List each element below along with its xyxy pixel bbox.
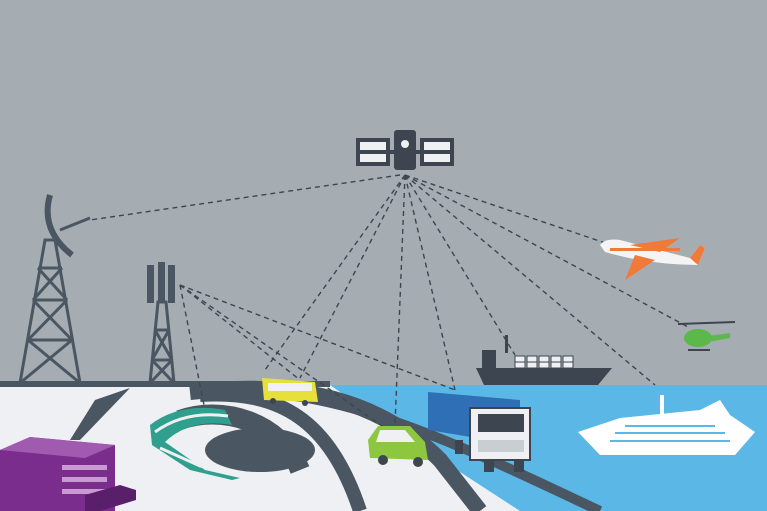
airplane-icon — [600, 238, 705, 280]
signal-links — [89, 174, 691, 429]
overpass — [205, 428, 315, 472]
truck-icon — [428, 392, 531, 472]
cargo-ship-icon — [476, 335, 612, 385]
car-icon — [368, 426, 428, 467]
cell-tower-icon — [147, 262, 176, 385]
bus-icon — [262, 378, 318, 406]
ground-line — [0, 381, 330, 387]
satellite-icon — [356, 130, 454, 170]
building-icon — [0, 437, 136, 511]
cruise-ship-icon — [578, 395, 755, 455]
helicopter-icon — [677, 321, 736, 351]
ramp — [70, 388, 130, 440]
dish-tower-icon — [18, 194, 91, 385]
train-icon — [150, 407, 240, 480]
